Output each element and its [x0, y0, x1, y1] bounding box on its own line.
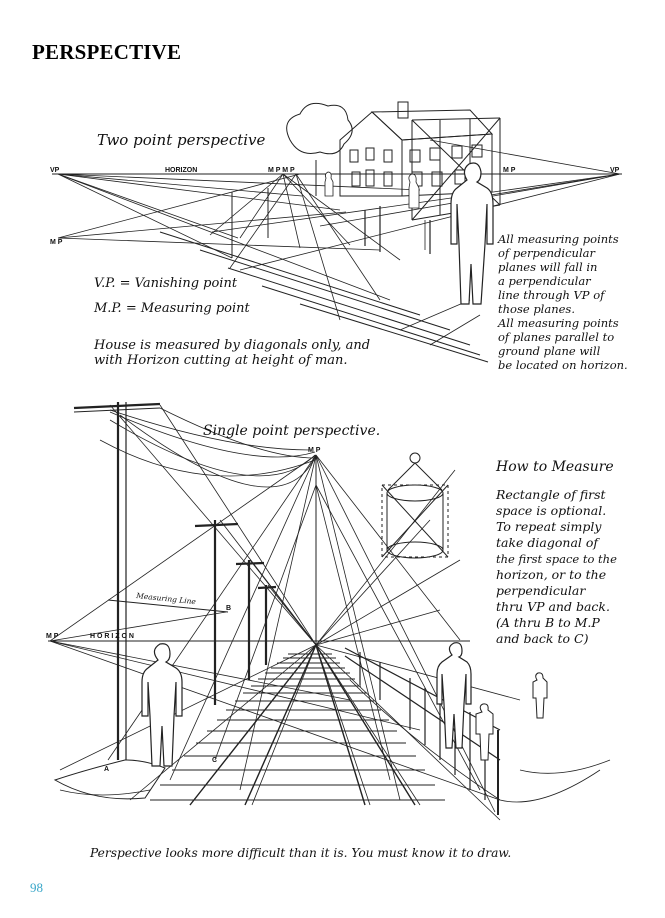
tree-drawing	[286, 102, 353, 155]
page-number: 98	[30, 880, 43, 895]
how-to-line: perpendicular	[496, 583, 586, 598]
bottom-mp-top-label: M P	[308, 447, 321, 454]
top-note-line: ground plane will	[498, 344, 601, 358]
how-to-measure-text: Rectangle of first space is optional. To…	[495, 487, 617, 646]
how-to-line: horizon, or to the	[496, 567, 606, 582]
top-vp-left-label: VP	[50, 167, 60, 174]
telephone-poles	[73, 402, 277, 760]
top-vp-right-label: VP	[610, 167, 620, 174]
top-mp-center-label: M P M P	[268, 167, 295, 174]
single-point-figure	[48, 402, 611, 821]
legend-mp: M.P. = Measuring point	[93, 301, 251, 316]
top-note-line: planes will fall in	[498, 260, 597, 274]
how-to-line: (A thru B to M.P	[496, 615, 600, 630]
how-to-line: thru VP and back.	[496, 599, 610, 614]
two-point-figure	[52, 101, 622, 363]
how-to-line: Rectangle of first	[495, 487, 607, 502]
legend-vp: V.P. = Vanishing point	[94, 276, 238, 291]
top-note-line: line through VP of	[498, 288, 606, 302]
top-note: All measuring points of perpendicular pl…	[497, 232, 628, 372]
measuring-box-diagram	[381, 452, 449, 559]
top-note-line: All measuring points	[497, 316, 619, 330]
letter-b: B	[226, 605, 231, 612]
man-silhouette-small	[532, 672, 548, 719]
top-caption-line-1: House is measured by diagonals only, and	[93, 338, 370, 353]
page-title: PERSPECTIVE	[32, 40, 182, 64]
how-to-line: take diagonal of	[496, 535, 600, 550]
top-horizon-label: HORIZON	[165, 167, 197, 174]
two-point-heading: Two point perspective	[97, 131, 266, 149]
railway-tracks	[189, 644, 416, 806]
man-silhouette-right	[436, 642, 472, 749]
how-to-line: To repeat simply	[496, 519, 602, 534]
top-note-line: those planes.	[498, 302, 575, 316]
top-mp-left-label: M P	[50, 239, 63, 246]
bottom-mp-left-label: M P	[46, 633, 59, 640]
single-point-heading: Single point perspective.	[203, 423, 380, 439]
top-note-line: be located on horizon.	[498, 358, 628, 372]
bottom-caption: Perspective looks more difficult than it…	[89, 846, 511, 860]
man-silhouette-top	[450, 162, 494, 305]
top-note-line: a perpendicular	[498, 274, 592, 288]
top-note-line: of planes parallel to	[498, 330, 614, 344]
top-mp-right-label: M P	[503, 167, 516, 174]
how-to-line: the first space to the	[496, 552, 617, 566]
top-caption-line-2: with Horizon cutting at height of man.	[94, 353, 348, 368]
top-note-line: of perpendicular	[498, 246, 596, 260]
top-note-line: All measuring points	[497, 232, 619, 246]
how-to-measure-title: How to Measure	[495, 459, 614, 475]
bottom-horizon-label: H O R I Z O N	[90, 633, 134, 640]
letter-c: C	[212, 757, 217, 764]
railway-ties	[150, 653, 445, 801]
letter-a: A	[104, 766, 109, 773]
how-to-line: space is optional.	[496, 503, 606, 518]
how-to-line: and back to C)	[496, 631, 589, 646]
man-silhouette-left	[141, 643, 183, 767]
